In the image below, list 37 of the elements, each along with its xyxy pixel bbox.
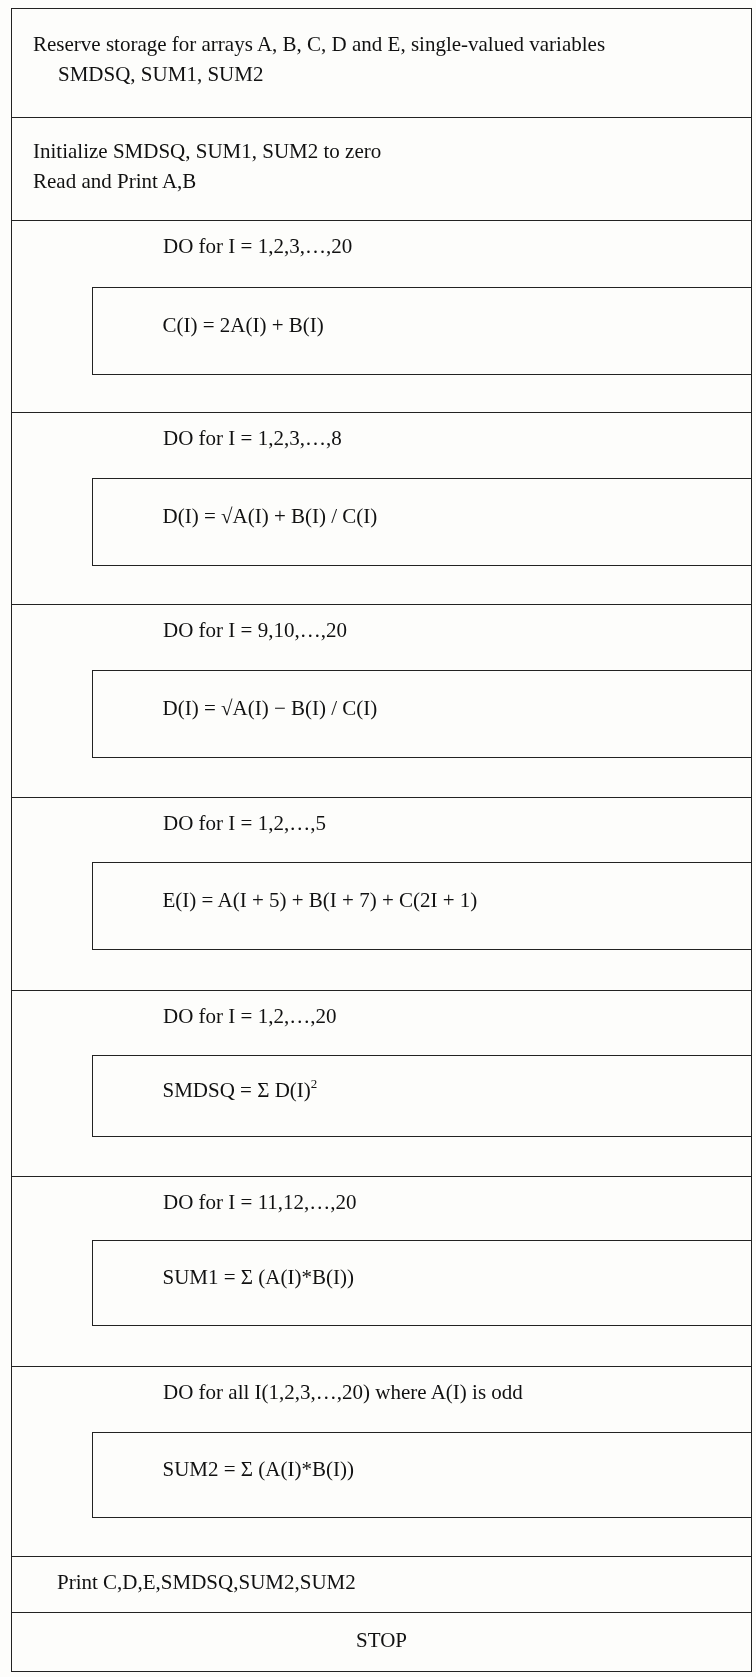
statement-text: Print C,D,E,SMDSQ,SUM2,SUM2 <box>57 1569 356 1596</box>
statement-box <box>91 1239 752 1326</box>
loop-condition: DO for I = 11,12,…,20 <box>163 1189 357 1216</box>
statement-text: SUM2 = Σ (A(I)*B(I)) <box>162 1455 354 1483</box>
loop-block <box>11 1366 752 1557</box>
statement-text: E(I) = A(I + 5) + B(I + 7) + C(2I + 1) <box>162 886 478 914</box>
statement-text: Read and Print A,B <box>33 168 197 195</box>
stop-text: STOP <box>355 1627 408 1654</box>
loop-block <box>11 412 752 605</box>
statement-box <box>91 477 752 566</box>
statement-text: D(I) = √A(I) + B(I) / C(I) <box>162 502 378 530</box>
loop-block <box>11 990 752 1177</box>
loop-block <box>11 797 752 991</box>
statement-box <box>91 1431 752 1518</box>
loop-condition: DO for I = 1,2,…,20 <box>163 1003 337 1030</box>
statement-box <box>91 1054 752 1137</box>
statement-text: Initialize SMDSQ, SUM1, SUM2 to zero <box>33 138 382 165</box>
loop-block <box>11 220 752 413</box>
process-box <box>11 117 752 221</box>
stop-box <box>11 1612 752 1672</box>
statement-text: SMDSQ = Σ D(I)$^{2}$ <box>162 1074 318 1104</box>
loop-condition: DO for I = 1,2,3,…,20 <box>163 233 353 260</box>
statement-box <box>91 861 752 950</box>
process-box <box>11 8 752 118</box>
statement-text: D(I) = √A(I) − B(I) / C(I) <box>162 694 378 722</box>
loop-condition: DO for I = 1,2,3,…,8 <box>163 425 342 452</box>
statement-text: C(I) = 2A(I) + B(I) <box>162 311 324 339</box>
loop-condition: DO for I = 9,10,…,20 <box>163 617 347 644</box>
statement-text: Reserve storage for arrays A, B, C, D and E, single-valued variables SMDSQ, SUM1, SUM2 <box>33 31 607 88</box>
loop-condition: DO for I = 1,2,…,5 <box>163 810 326 837</box>
loop-condition: DO for all I(1,2,3,…,20) where A(I) is odd <box>163 1379 523 1406</box>
loop-block <box>11 1176 752 1367</box>
process-box <box>11 1556 752 1613</box>
loop-block <box>11 604 752 798</box>
statement-text: SUM1 = Σ (A(I)*B(I)) <box>162 1263 354 1291</box>
statement-box <box>91 286 752 375</box>
statement-box <box>91 669 752 758</box>
